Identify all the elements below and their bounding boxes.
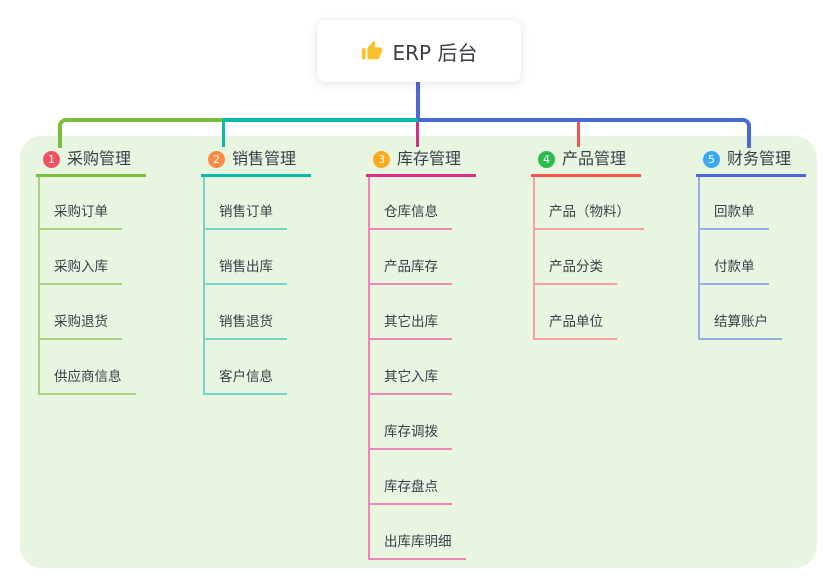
child-label: 出库库明细 [384,534,452,550]
branches-panel [20,136,817,568]
branch-1-child-line [38,177,40,395]
child-node[interactable]: 回款单 [698,202,769,230]
child-node[interactable]: 库存调拨 [368,422,452,450]
child-node[interactable]: 产品分类 [533,257,617,285]
branch-label-3: 库存管理 [397,149,462,168]
child-label: 结算账户 [714,314,768,330]
connector-elbow-branch-5 [418,118,751,148]
branch-node-5[interactable]: 5 财务管理 [696,148,807,177]
child-node[interactable]: 产品库存 [368,257,452,285]
branch-3-child-line [368,177,370,560]
root-connector-line [416,81,420,118]
branch-node-3[interactable]: 3 库存管理 [366,148,477,177]
child-label: 销售订单 [219,204,273,220]
branch-badge-5: 5 [703,150,720,168]
child-label: 产品库存 [384,259,438,275]
child-node[interactable]: 库存盘点 [368,477,452,505]
child-label: 客户信息 [219,369,273,385]
child-node[interactable]: 采购订单 [38,202,122,230]
connector-drop-branch-2 [222,118,225,147]
branch-2-child-line [203,177,205,395]
child-node[interactable]: 采购入库 [38,257,122,285]
child-label: 其它入库 [384,369,438,385]
connector-drop-branch-3 [416,122,419,147]
child-node[interactable]: 结算账户 [698,312,782,340]
child-node[interactable]: 供应商信息 [38,367,136,395]
child-label: 产品分类 [549,259,603,275]
child-label: 仓库信息 [384,204,438,220]
child-label: 销售退货 [219,314,273,330]
child-node[interactable]: 销售出库 [203,257,287,285]
child-label: 采购退货 [54,314,108,330]
branch-label-5: 财务管理 [727,149,792,168]
child-node[interactable]: 其它入库 [368,367,452,395]
branch-badge-4: 4 [538,150,555,168]
child-label: 产品单位 [549,314,603,330]
child-node[interactable]: 销售退货 [203,312,287,340]
branch-label-4: 产品管理 [562,149,627,168]
child-label: 付款单 [714,259,755,275]
child-node[interactable]: 销售订单 [203,202,287,230]
child-node[interactable]: 客户信息 [203,367,287,395]
child-label: 库存调拨 [384,424,438,440]
branch-node-4[interactable]: 4 产品管理 [531,148,642,177]
branch-badge-2: 2 [208,150,225,168]
thumbs-up-icon [361,40,382,60]
child-node[interactable]: 产品（物料） [533,202,644,230]
branch-label-2: 销售管理 [232,149,297,168]
child-node[interactable]: 其它出库 [368,312,452,340]
connector-drop-branch-4 [577,122,580,147]
branch-badge-1: 1 [43,150,60,168]
connector-elbow-branch-1 [58,118,224,148]
child-node[interactable]: 仓库信息 [368,202,452,230]
child-node[interactable]: 产品单位 [533,312,617,340]
child-label: 销售出库 [219,259,273,275]
child-label: 产品（物料） [549,204,630,220]
child-node[interactable]: 采购退货 [38,312,122,340]
root-node[interactable]: ERP 后台 [317,20,521,82]
child-label: 回款单 [714,204,755,220]
child-label: 采购入库 [54,259,108,275]
branch-node-2[interactable]: 2 销售管理 [201,148,312,177]
child-label: 采购订单 [54,204,108,220]
branch-4-child-line [533,177,535,340]
branch-5-child-line [698,177,700,340]
branch-label-1: 采购管理 [67,149,132,168]
child-node[interactable]: 付款单 [698,257,769,285]
child-label: 供应商信息 [54,369,122,385]
child-label: 其它出库 [384,314,438,330]
connector-segment-branch-2 [224,118,418,122]
branch-node-1[interactable]: 1 采购管理 [36,148,147,177]
root-title: ERP 后台 [392,40,478,65]
child-label: 库存盘点 [384,479,438,495]
branch-badge-3: 3 [373,150,390,168]
child-node[interactable]: 出库库明细 [368,532,466,560]
